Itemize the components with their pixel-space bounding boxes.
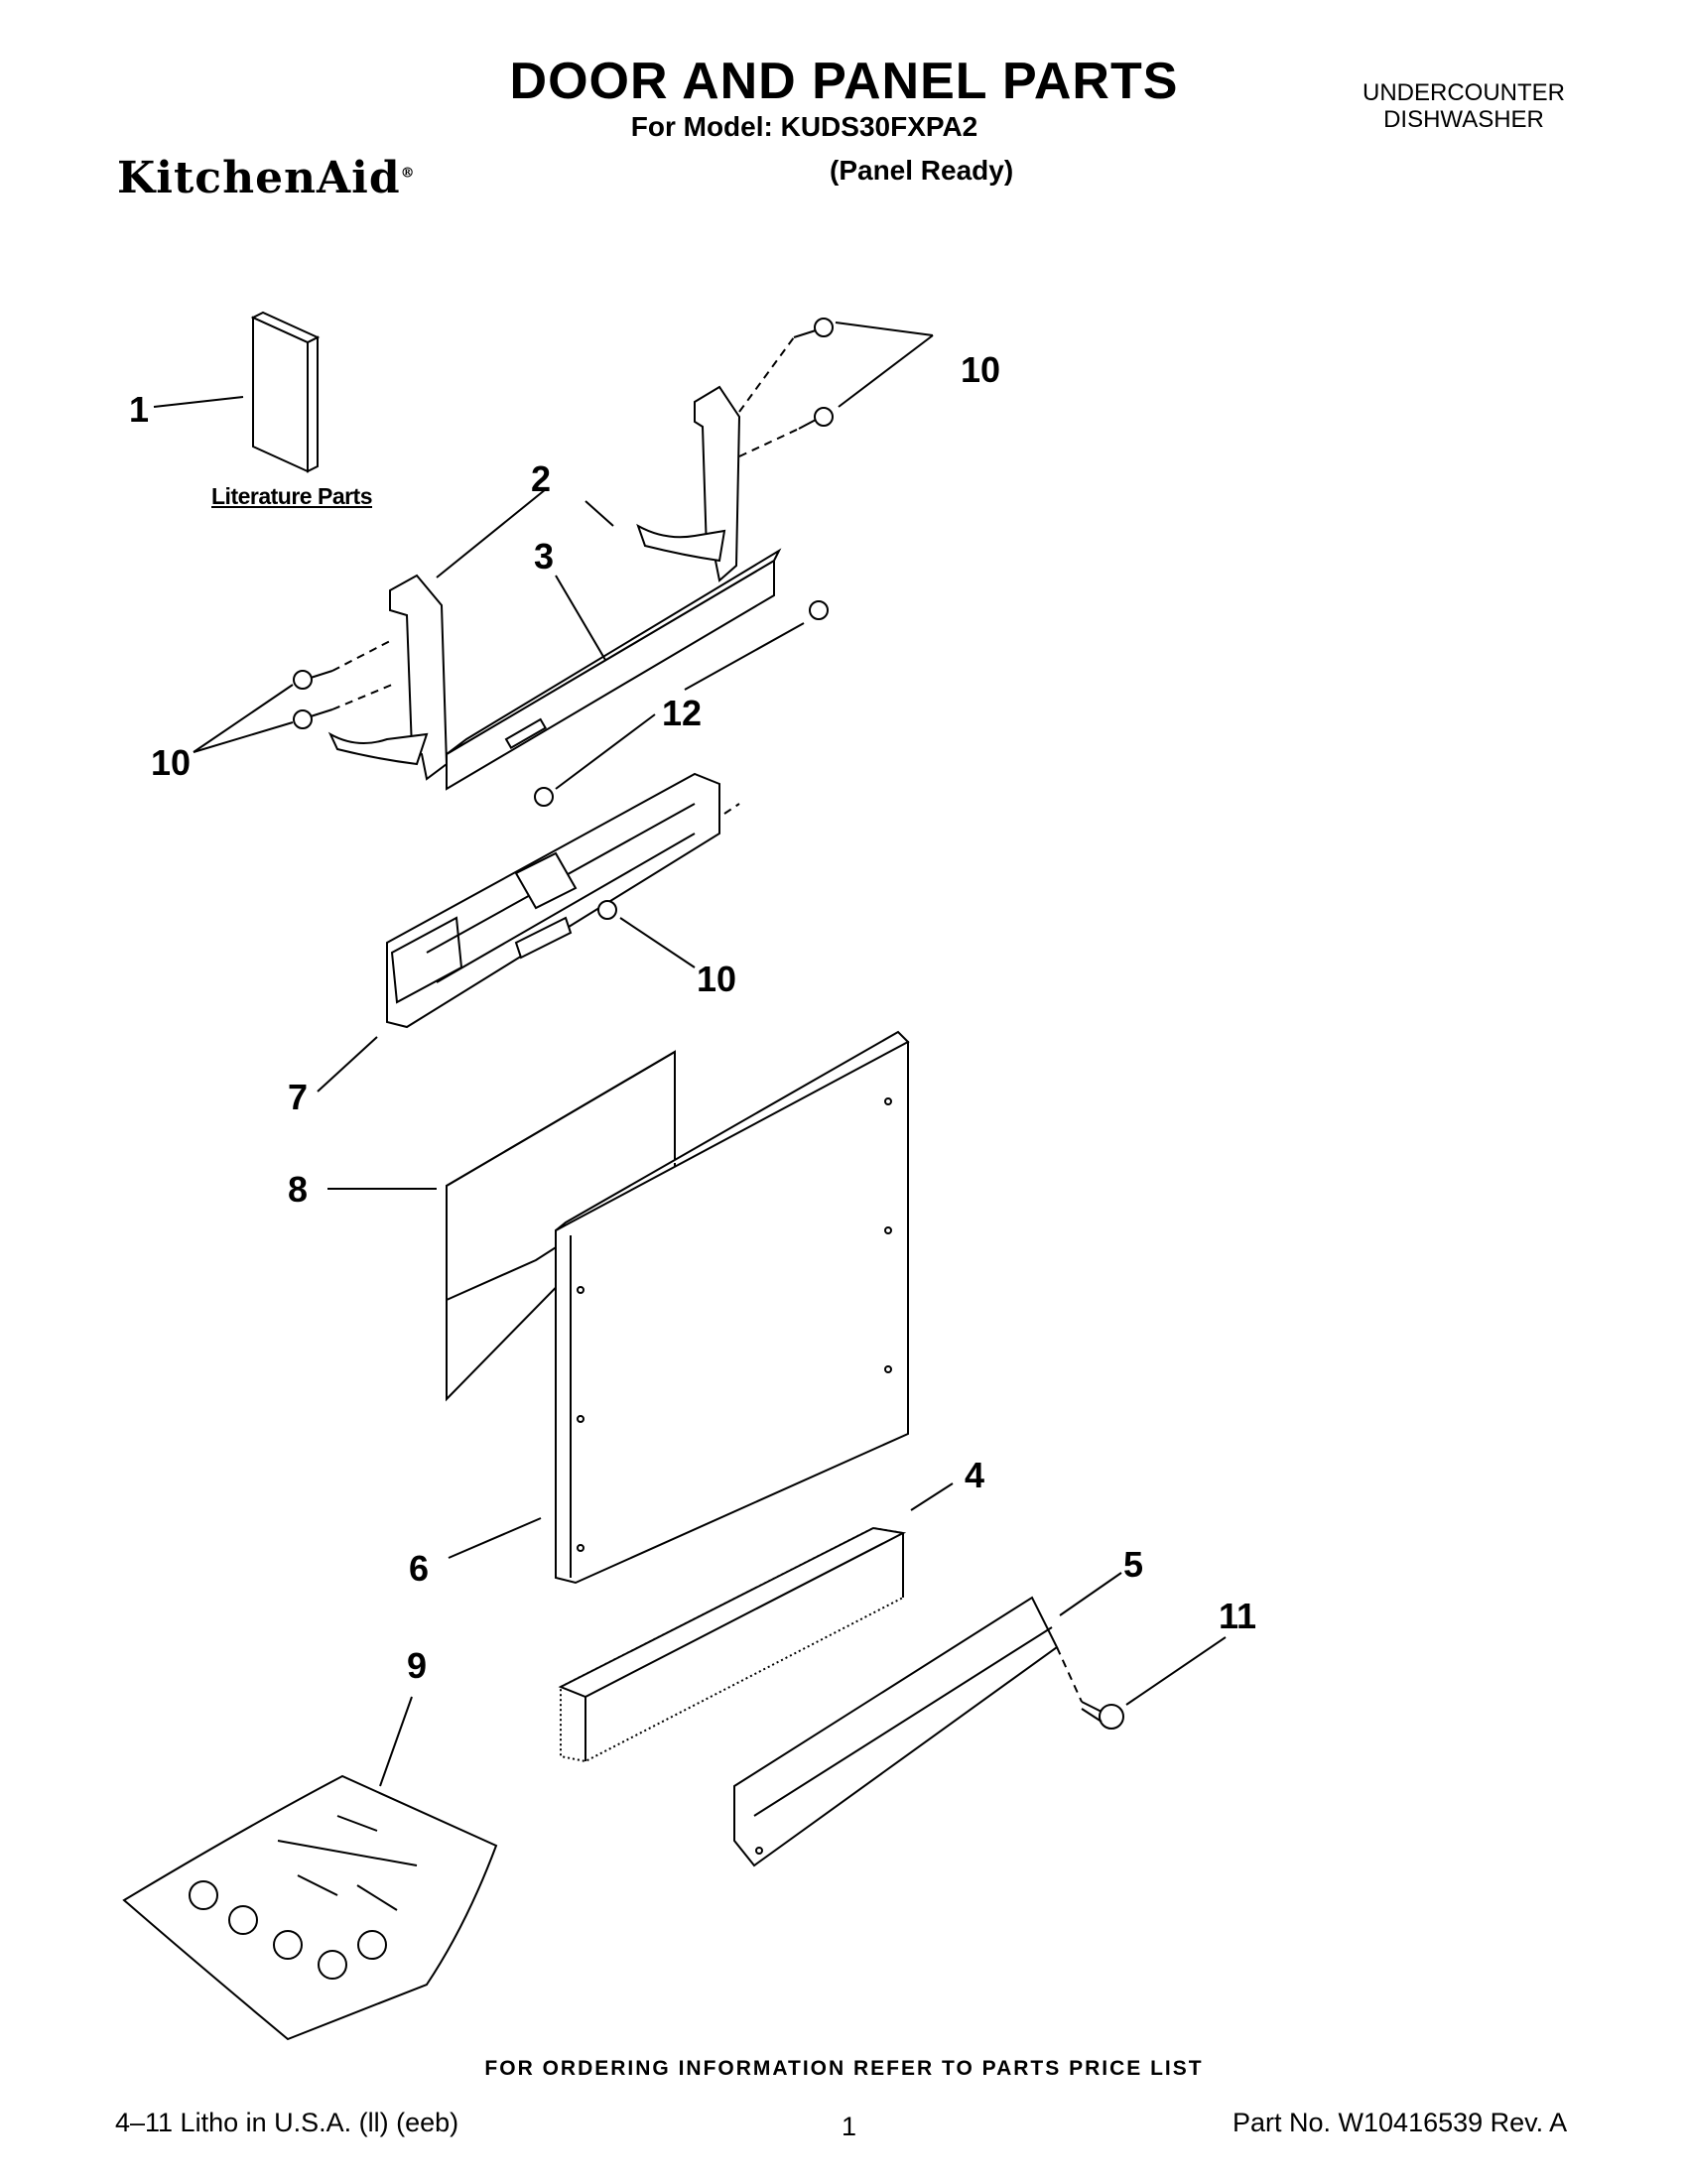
leader-arrows [153,321,1227,1787]
litho-info: 4–11 Litho in U.S.A. (ll) (eeb) [115,2108,459,2137]
part-4-insulation-block [558,1526,907,1763]
part-2-door-brackets [327,385,741,781]
appliance-type-line2: DISHWASHER [1383,106,1544,133]
part-9-hardware-bag [122,1774,498,2041]
callout-4: 4 [965,1455,985,1495]
callout-3: 3 [534,536,555,577]
model-number: For Model: KUDS30FXPA2 [630,111,978,142]
part-number: Part No. W10416539 Rev. A [1233,2108,1568,2137]
callout-12: 12 [662,693,703,733]
callout-2: 2 [531,458,552,499]
appliance-type: UNDERCOUNTER DISHWASHER [1345,79,1583,133]
brand-logo: KitchenAid® [117,153,416,203]
appliance-type-line1: UNDERCOUNTER [1363,79,1565,106]
callout-11: 11 [1219,1596,1257,1636]
callout-1: 1 [129,389,150,430]
callout-10-lower: 10 [697,959,737,999]
part-7-control-panel-assembly [386,772,720,1029]
ordering-note: FOR ORDERING INFORMATION REFER TO PARTS … [484,2057,1204,2080]
part-3-access-panel [446,548,782,791]
brand-logo-text: KitchenAid [117,153,401,203]
model-variant: (Panel Ready) [830,155,1014,186]
callout-10-top: 10 [961,349,1001,390]
literature-parts-label: Literature Parts [211,483,373,509]
page-title: DOOR AND PANEL PARTS [509,53,1179,110]
callout-10-left: 10 [151,742,192,783]
page-number: 1 [842,2112,857,2141]
part-6-outer-door-panel [555,1030,910,1585]
part-11-screw [1081,1701,1124,1730]
callout-6: 6 [409,1548,430,1589]
mounting-screws [293,318,834,920]
callout-8: 8 [288,1169,309,1210]
callout-9: 9 [407,1645,428,1686]
alignment-lines [331,336,1083,1703]
part-1-literature-booklet [250,311,321,473]
callout-5: 5 [1123,1544,1144,1585]
part-5-toe-panel [733,1596,1059,1867]
callout-7: 7 [288,1077,309,1117]
